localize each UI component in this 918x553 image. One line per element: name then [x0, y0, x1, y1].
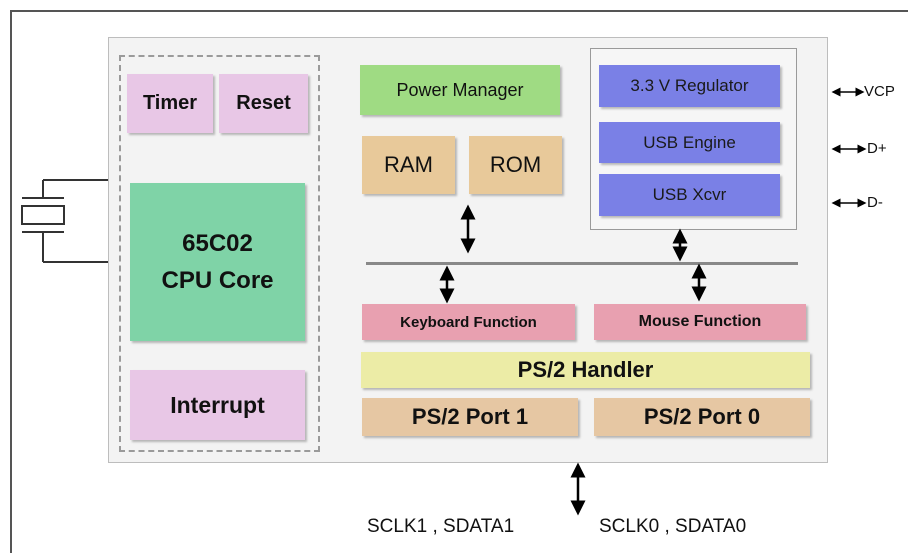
ps2-port1-label: PS/2 Port 1 [411, 404, 529, 429]
ps2-port0-label: PS/2 Port 0 [643, 404, 761, 429]
regulator-block: 3.3 V Regulator [599, 65, 780, 107]
cpu-subsystem-group [119, 55, 320, 452]
rom-label: ROM [489, 152, 542, 177]
ram-block: RAM [362, 136, 455, 194]
usb-engine-label: USB Engine [643, 132, 736, 152]
ps2-handler-label: PS/2 Handler [517, 357, 654, 382]
crystal-icon [21, 179, 108, 263]
usb-xcvr-block: USB Xcvr [599, 174, 780, 216]
cpu-core-block: 65C02 CPU Core [130, 183, 305, 341]
dminus-pin-label: D- [867, 194, 883, 211]
power-manager-label: Power Manager [396, 79, 524, 100]
mouse-function-label: Mouse Function [638, 313, 762, 330]
cpu-core-label-line1: 65C02 [182, 230, 253, 257]
timer-label: Timer [142, 92, 198, 114]
regulator-label: 3.3 V Regulator [630, 76, 749, 95]
ram-label: RAM [384, 152, 433, 177]
interrupt-block: Interrupt [130, 370, 305, 440]
cpu-core-label-line2: CPU Core [161, 267, 274, 294]
reset-block: Reset [219, 74, 308, 133]
usb-xcvr-label: USB Xcvr [652, 185, 727, 204]
rom-block: ROM [469, 136, 562, 194]
ps2-port1-block: PS/2 Port 1 [362, 398, 578, 436]
ps2-port1-signals-label: SCLK1 , SDATA1 [367, 516, 515, 537]
mouse-function-block: Mouse Function [594, 304, 806, 340]
ps2-handler-block: PS/2 Handler [361, 352, 810, 388]
keyboard-function-block: Keyboard Function [362, 304, 575, 340]
ps2-port0-block: PS/2 Port 0 [594, 398, 810, 436]
dplus-pin-label: D+ [867, 140, 887, 157]
power-manager-block: Power Manager [360, 65, 560, 115]
outer-frame-left [10, 10, 12, 553]
internal-bus [366, 262, 798, 265]
vcp-pin-label: VCP [864, 83, 895, 100]
interrupt-label: Interrupt [170, 391, 265, 418]
usb-engine-block: USB Engine [599, 122, 780, 163]
timer-block: Timer [127, 74, 213, 133]
reset-label: Reset [236, 92, 291, 114]
keyboard-function-label: Keyboard Function [400, 313, 537, 331]
ps2-port0-signals-label: SCLK0 , SDATA0 [599, 516, 747, 537]
outer-frame-top [10, 10, 908, 12]
